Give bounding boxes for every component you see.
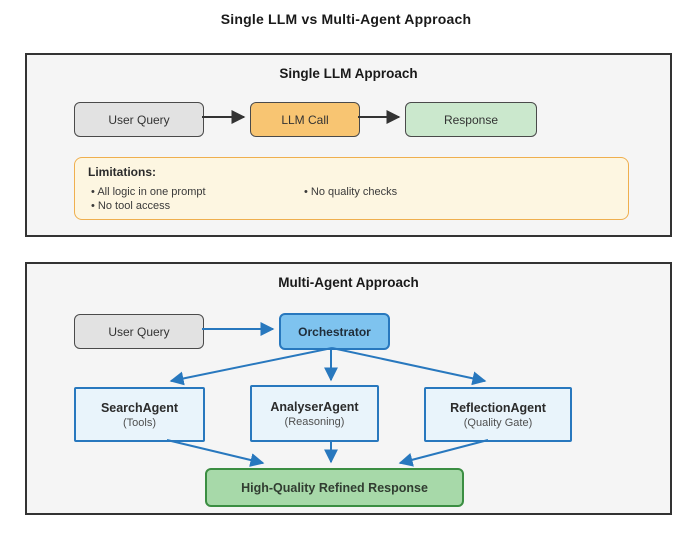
page-title: Single LLM vs Multi-Agent Approach	[220, 11, 472, 27]
reflection-agent-subtitle: (Quality Gate)	[463, 416, 533, 429]
reflection-agent-name: ReflectionAgent	[450, 400, 546, 415]
analyser-agent-node: AnalyserAgent (Reasoning)	[250, 385, 379, 442]
analyser-agent-name: AnalyserAgent	[270, 399, 359, 414]
final-response-node: High-Quality Refined Response	[205, 468, 464, 507]
multi-agent-panel-title: Multi-Agent Approach	[278, 275, 419, 290]
orchestrator-node: Orchestrator	[279, 313, 390, 350]
search-agent-subtitle: (Tools)	[122, 416, 156, 429]
single-llm-panel-title: Single LLM Approach	[279, 66, 418, 81]
limitations-column-right: No quality checks	[304, 185, 397, 199]
multi-agent-panel: Multi-Agent Approach User Query Orchestr…	[25, 262, 672, 515]
search-agent-node: SearchAgent (Tools)	[74, 387, 205, 442]
limitation-item: No tool access	[91, 199, 206, 213]
single-llm-panel: Single LLM Approach User Query LLM Call …	[25, 53, 672, 237]
llm-call-node: LLM Call	[250, 102, 360, 137]
limitation-item: All logic in one prompt	[91, 185, 205, 199]
user-query-node: User Query	[74, 314, 204, 349]
response-node: Response	[405, 102, 537, 137]
user-query-node: User Query	[74, 102, 204, 137]
search-agent-name: SearchAgent	[100, 400, 179, 415]
limitation-item: No quality checks	[304, 185, 397, 199]
limitations-box: Limitations: All logic in one prompt No …	[74, 157, 629, 220]
limitations-title: Limitations:	[88, 165, 156, 179]
reflection-agent-node: ReflectionAgent (Quality Gate)	[424, 387, 572, 442]
limitations-column-left: All logic in one prompt No tool access	[91, 185, 206, 213]
analyser-agent-subtitle: (Reasoning)	[284, 415, 345, 428]
